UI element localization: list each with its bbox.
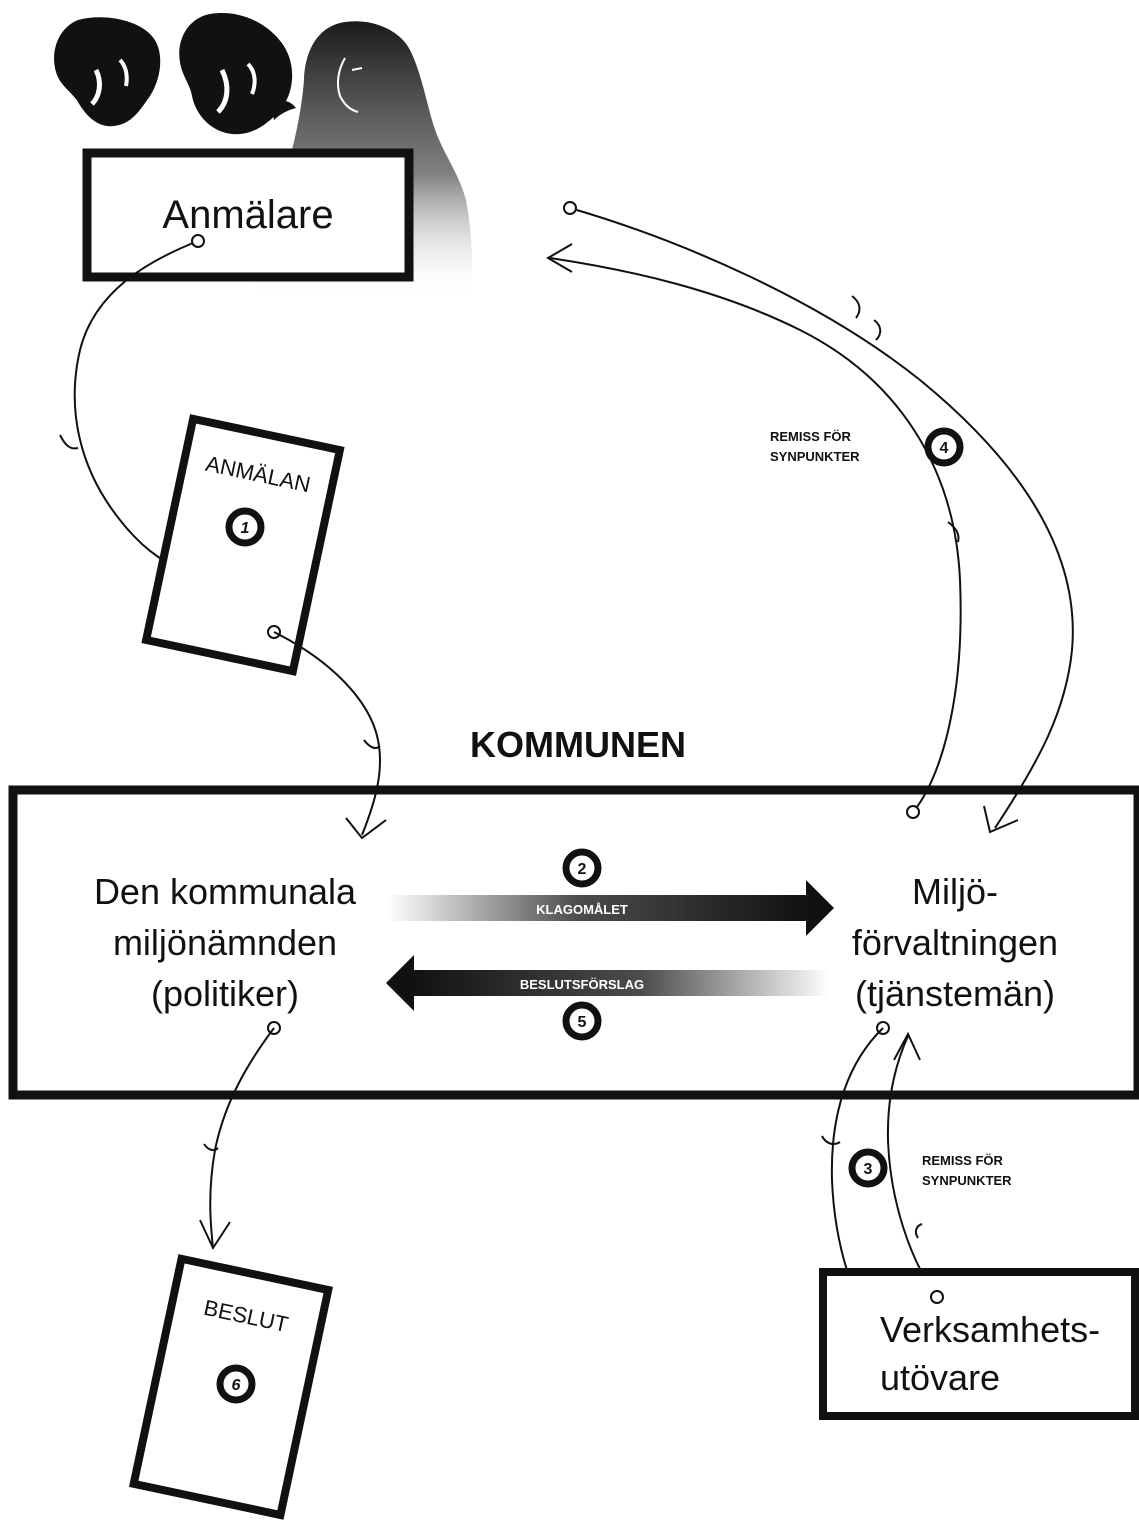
tick-mark xyxy=(59,434,79,450)
forvaltning-line-1: Miljö- xyxy=(912,871,998,912)
remiss-top-label: REMISS FÖR SYNPUNKTER xyxy=(770,429,860,464)
face-line xyxy=(336,57,359,113)
tick-mark xyxy=(363,739,381,749)
flow-anmalare-to-anmalan xyxy=(73,240,201,576)
flow-verksamhet-to-forvaltning xyxy=(886,1035,938,1298)
beslutsforslag-label: BESLUTSFÖRSLAG xyxy=(520,977,644,992)
flow-remiss-to-anmalare xyxy=(549,257,962,813)
arrowhead-forvaltning-2 xyxy=(893,1031,921,1061)
forvaltning-line-2: förvaltningen xyxy=(852,922,1058,963)
verksamhet-line-1: Verksamhets- xyxy=(880,1309,1100,1350)
arrowhead-beslut xyxy=(199,1219,231,1251)
connector-dot xyxy=(930,1290,944,1304)
connector-dot xyxy=(906,805,920,819)
namnd-line-1: Den kommunala xyxy=(94,871,357,912)
verksamhet-line-2: utövare xyxy=(880,1357,1000,1398)
step-2-badge: 2 xyxy=(562,848,602,888)
step-5-badge: 5 xyxy=(562,1001,602,1041)
arrowhead-forvaltning xyxy=(983,805,1019,834)
svg-text:3: 3 xyxy=(864,1161,873,1178)
forvaltning-line-3: (tjänstemän) xyxy=(855,973,1055,1014)
verksamhet-node: Verksamhets- utövare xyxy=(819,1268,1139,1420)
remiss-bottom-line-1: REMISS FÖR xyxy=(922,1153,1004,1168)
svg-text:2: 2 xyxy=(578,861,587,878)
connector-dot xyxy=(191,234,205,248)
step-4-badge: 4 xyxy=(924,427,964,467)
man2-cheek-light xyxy=(246,62,257,95)
forvaltning-node: Miljö- förvaltningen (tjänstemän) xyxy=(852,871,1058,1014)
man1-silhouette xyxy=(54,17,161,127)
anmalare-node: Anmälare xyxy=(82,148,414,282)
namnd-line-2: miljönämnden xyxy=(113,922,337,963)
klagomalet-label: KLAGOMÅLET xyxy=(536,902,628,917)
tick-mark xyxy=(914,1223,923,1239)
connector-dot xyxy=(563,201,577,215)
flow-anmalan-to-namnd xyxy=(273,631,381,836)
beslutsforslag-arrow: BESLUTSFÖRSLAG xyxy=(386,955,830,1011)
arrowhead-anmalare xyxy=(546,243,573,273)
man2-silhouette xyxy=(179,13,293,135)
remiss-bottom-line-2: SYNPUNKTER xyxy=(922,1173,1012,1188)
step-3-badge: 3 xyxy=(848,1148,888,1188)
tick-mark xyxy=(203,1143,219,1152)
namnd-node: Den kommunala miljönämnden (politiker) xyxy=(94,871,357,1014)
remiss-bottom-label: REMISS FÖR SYNPUNKTER xyxy=(922,1153,1012,1188)
tick-marks xyxy=(851,295,882,341)
arrowhead-namnd xyxy=(345,817,387,840)
svg-text:5: 5 xyxy=(578,1014,587,1031)
svg-text:6: 6 xyxy=(232,1377,241,1394)
svg-text:4: 4 xyxy=(940,440,949,457)
remiss-top-line-1: REMISS FÖR xyxy=(770,429,852,444)
eye-line xyxy=(351,67,363,71)
remiss-top-line-2: SYNPUNKTER xyxy=(770,449,860,464)
kommunen-box xyxy=(8,785,1139,1100)
namnd-line-3: (politiker) xyxy=(151,973,299,1014)
tick-mark xyxy=(947,521,960,543)
man2-hand xyxy=(270,100,296,120)
svg-text:1: 1 xyxy=(241,520,250,537)
step-1-badge: 1 xyxy=(225,507,265,547)
step-6-badge: 6 xyxy=(216,1364,256,1404)
tick-mark xyxy=(821,1135,841,1145)
flow-anmalare-response xyxy=(569,207,1074,829)
anmalare-box xyxy=(82,148,414,282)
flow-namnd-to-beslut xyxy=(209,1027,275,1249)
verksamhet-box xyxy=(819,1268,1139,1420)
man2-face-light xyxy=(216,68,230,114)
anmalare-label: Anmälare xyxy=(162,193,333,237)
flow-forvaltning-to-verksamhet xyxy=(830,1027,884,1301)
man1-face-light xyxy=(90,68,102,106)
klagomalet-arrow: KLAGOMÅLET xyxy=(388,880,834,936)
man1-cheek-light xyxy=(118,58,129,87)
kommunen-title: KOMMUNEN xyxy=(470,724,686,765)
